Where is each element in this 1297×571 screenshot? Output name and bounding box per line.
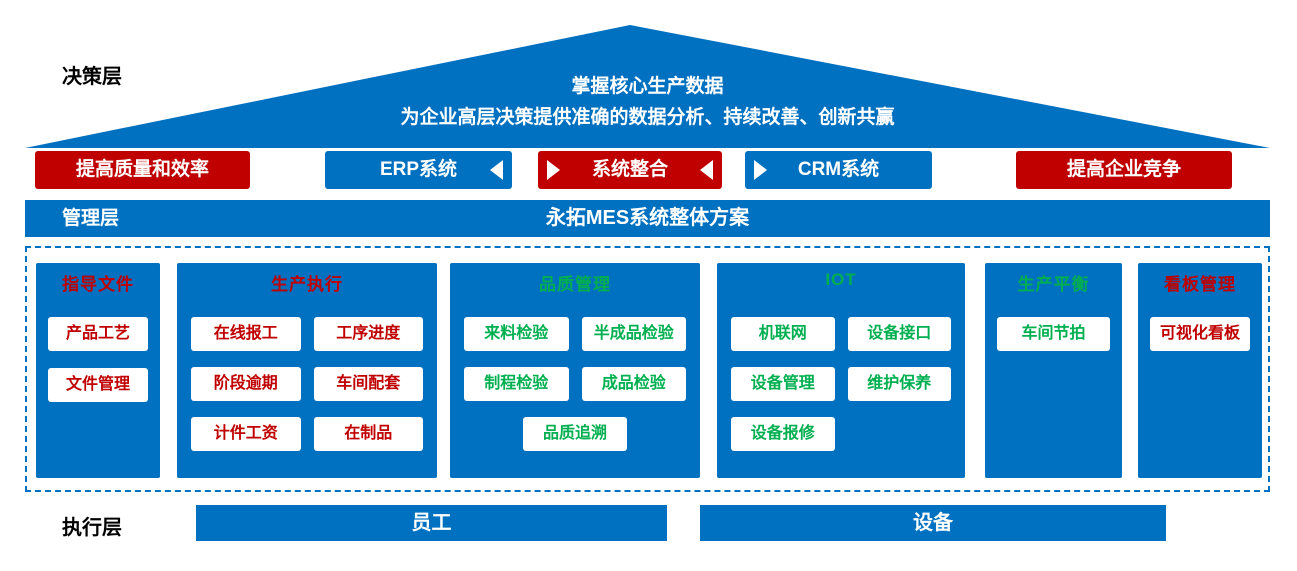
module-item: 产品工艺 <box>48 317 148 351</box>
execution-layer-label: 执行层 <box>62 517 122 539</box>
module-title: 生产平衡 <box>1017 275 1090 294</box>
erp-box: ERP系统 <box>325 151 512 189</box>
module-item: 车间配套 <box>313 367 423 401</box>
modules-frame <box>25 246 1270 492</box>
module-item: 机联网 <box>731 317 835 351</box>
module-item: 文件管理 <box>48 368 148 402</box>
module-item: 维护保养 <box>847 367 951 401</box>
crm-label: CRM系统 <box>797 159 880 180</box>
module-item: 在线报工 <box>191 317 301 351</box>
module-item: 设备管理 <box>731 367 835 401</box>
module-title: 生产执行 <box>271 275 343 294</box>
management-layer-label: 管理层 <box>62 208 120 229</box>
module-production-balance: 生产平衡 车间节拍 <box>985 263 1122 478</box>
module-item: 设备接口 <box>847 317 951 351</box>
crm-box: CRM系统 <box>745 151 932 189</box>
module-item: 可视化看板 <box>1150 317 1250 351</box>
management-title: 永拓MES系统整体方案 <box>545 207 750 229</box>
decision-layer-label: 决策层 <box>62 66 122 88</box>
module-item: 阶段逾期 <box>191 367 301 401</box>
module-item: 来料检验 <box>464 317 569 351</box>
integration-label: 系统整合 <box>591 159 668 180</box>
module-item: 车间节拍 <box>997 317 1110 351</box>
module-item: 制程检验 <box>464 367 569 401</box>
execution-bar-staff: 员工 <box>196 505 667 541</box>
module-item: 成品检验 <box>581 367 686 401</box>
module-title: 指导文件 <box>62 275 134 294</box>
integration-box: 系统整合 <box>538 151 722 189</box>
management-banner: 管理层 永拓MES系统整体方案 <box>25 200 1270 237</box>
module-item: 计件工资 <box>191 417 301 451</box>
module-item: 设备报修 <box>731 417 835 451</box>
chevron-right-icon <box>547 160 560 180</box>
module-production-execution: 生产执行 在线报工 工序进度 阶段逾期 车间配套 计件工资 在制品 <box>177 263 437 478</box>
module-item: 品质追溯 <box>523 417 627 451</box>
decision-headline: 掌握核心生产数据 <box>571 76 724 97</box>
module-title: 品质管理 <box>539 275 611 294</box>
erp-label: ERP系统 <box>379 159 458 180</box>
module-iot: IOT 机联网 设备接口 设备管理 维护保养 设备报修 <box>717 263 965 478</box>
chevron-left-icon <box>700 160 713 180</box>
chevron-left-icon <box>490 160 503 180</box>
execution-bar-equipment: 设备 <box>700 505 1166 541</box>
module-item: 半成品检验 <box>581 317 686 351</box>
badge-enterprise-competition: 提高企业竞争 <box>1016 151 1232 189</box>
chevron-right-icon <box>754 160 767 180</box>
decision-roof-triangle: 掌握核心生产数据 为企业高层决策提供准确的数据分析、持续改善、创新共赢 <box>25 25 1270 148</box>
module-item: 在制品 <box>313 417 423 451</box>
module-item: 工序进度 <box>313 317 423 351</box>
badge-quality-efficiency: 提高质量和效率 <box>35 151 250 189</box>
module-title: IOT <box>825 270 857 289</box>
module-kanban-management: 看板管理 可视化看板 <box>1138 263 1262 478</box>
module-quality-management: 品质管理 来料检验 半成品检验 制程检验 成品检验 品质追溯 <box>450 263 700 478</box>
module-title: 看板管理 <box>1164 275 1236 294</box>
decision-subline: 为企业高层决策提供准确的数据分析、持续改善、创新共赢 <box>400 107 895 128</box>
module-guidance-docs: 指导文件 产品工艺 文件管理 <box>36 263 160 478</box>
